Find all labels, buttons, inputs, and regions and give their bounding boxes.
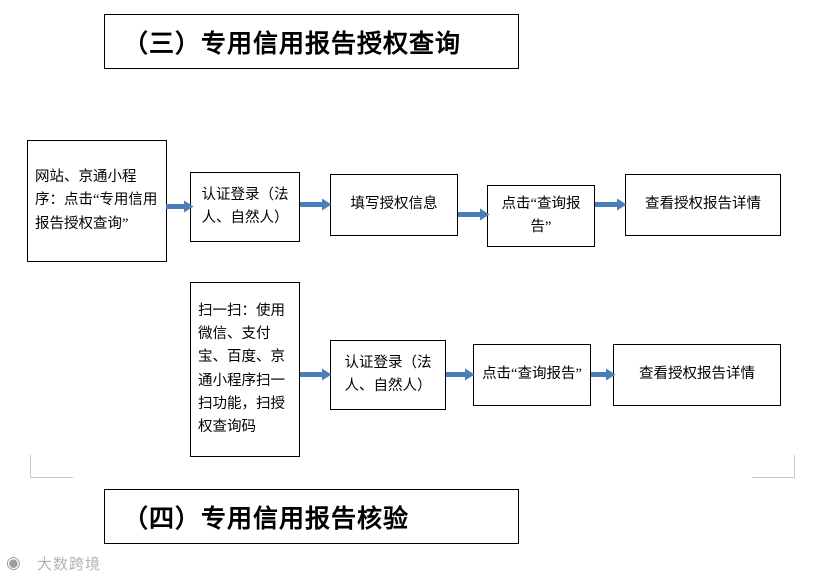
flow-node-click-query-report-1[interactable]: 点击“查询报告” (487, 185, 595, 247)
camera-icon: ◉ (6, 553, 21, 573)
flow-node-click-query-report-2[interactable]: 点击“查询报告” (473, 344, 591, 406)
arrow-2-icon (300, 198, 332, 211)
arrow-5-icon (300, 368, 332, 381)
flow-node-view-report-detail-2[interactable]: 查看授权报告详情 (613, 344, 781, 406)
arrow-4-icon (595, 198, 627, 211)
arrow-1-icon (166, 200, 194, 213)
section-title-three-text: （三）专用信用报告授权查询 (123, 30, 462, 58)
section-title-four-text: （四）专用信用报告核验 (123, 505, 410, 533)
arrow-3-icon (458, 208, 490, 221)
flow-node-scan-entry[interactable]: 扫一扫：使用微信、支付宝、百度、京通小程序扫一扫功能，扫授权查询码 (190, 282, 300, 457)
watermark: ◉ 大数跨境 (6, 552, 101, 574)
section-title-four-box: （四）专用信用报告核验 (104, 489, 519, 544)
crop-mark-right (752, 455, 795, 478)
crop-mark-left (30, 455, 73, 478)
flow-node-website-entry[interactable]: 网站、京通小程序：点击“专用信用报告授权查询” (27, 140, 167, 262)
section-title-three-box: （三）专用信用报告授权查询 (104, 14, 519, 69)
arrow-7-icon (591, 368, 616, 381)
arrow-6-icon (446, 368, 475, 381)
flow-node-auth-login-2[interactable]: 认证登录（法人、自然人） (330, 340, 446, 410)
watermark-text: 大数跨境 (37, 555, 102, 573)
flow-node-auth-login-1[interactable]: 认证登录（法人、自然人） (190, 172, 300, 242)
flow-node-fill-auth-info[interactable]: 填写授权信息 (330, 174, 458, 236)
flow-node-view-report-detail-1[interactable]: 查看授权报告详情 (625, 174, 781, 236)
